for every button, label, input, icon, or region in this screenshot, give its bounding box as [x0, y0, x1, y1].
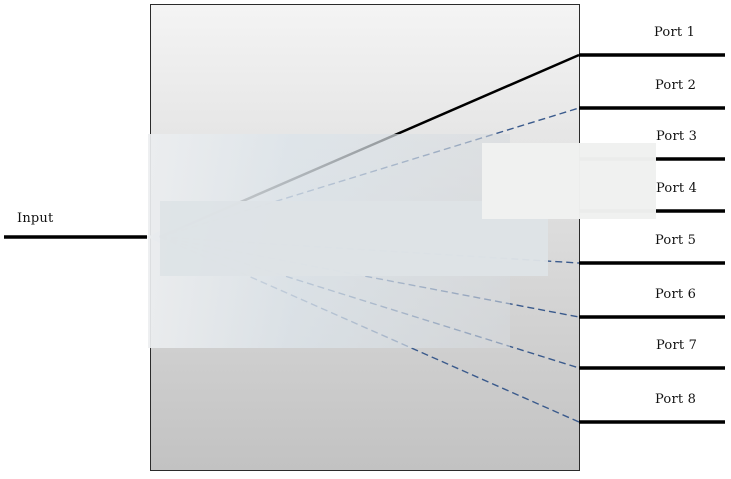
route-to-port-2: [159, 107, 580, 238]
port-1-label: Port 1: [654, 25, 696, 40]
input-label: Input: [17, 211, 54, 226]
port-2-label: Port 2: [655, 78, 697, 93]
port-6-label: Port 6: [655, 287, 697, 302]
port-4-label: Port 4: [656, 181, 698, 196]
overlay-block: [482, 143, 656, 219]
port-8-label: Port 8: [655, 392, 697, 407]
port-5-label: Port 5: [655, 233, 697, 248]
port-7-label: Port 7: [656, 338, 698, 353]
port-3-label: Port 3: [656, 129, 698, 144]
